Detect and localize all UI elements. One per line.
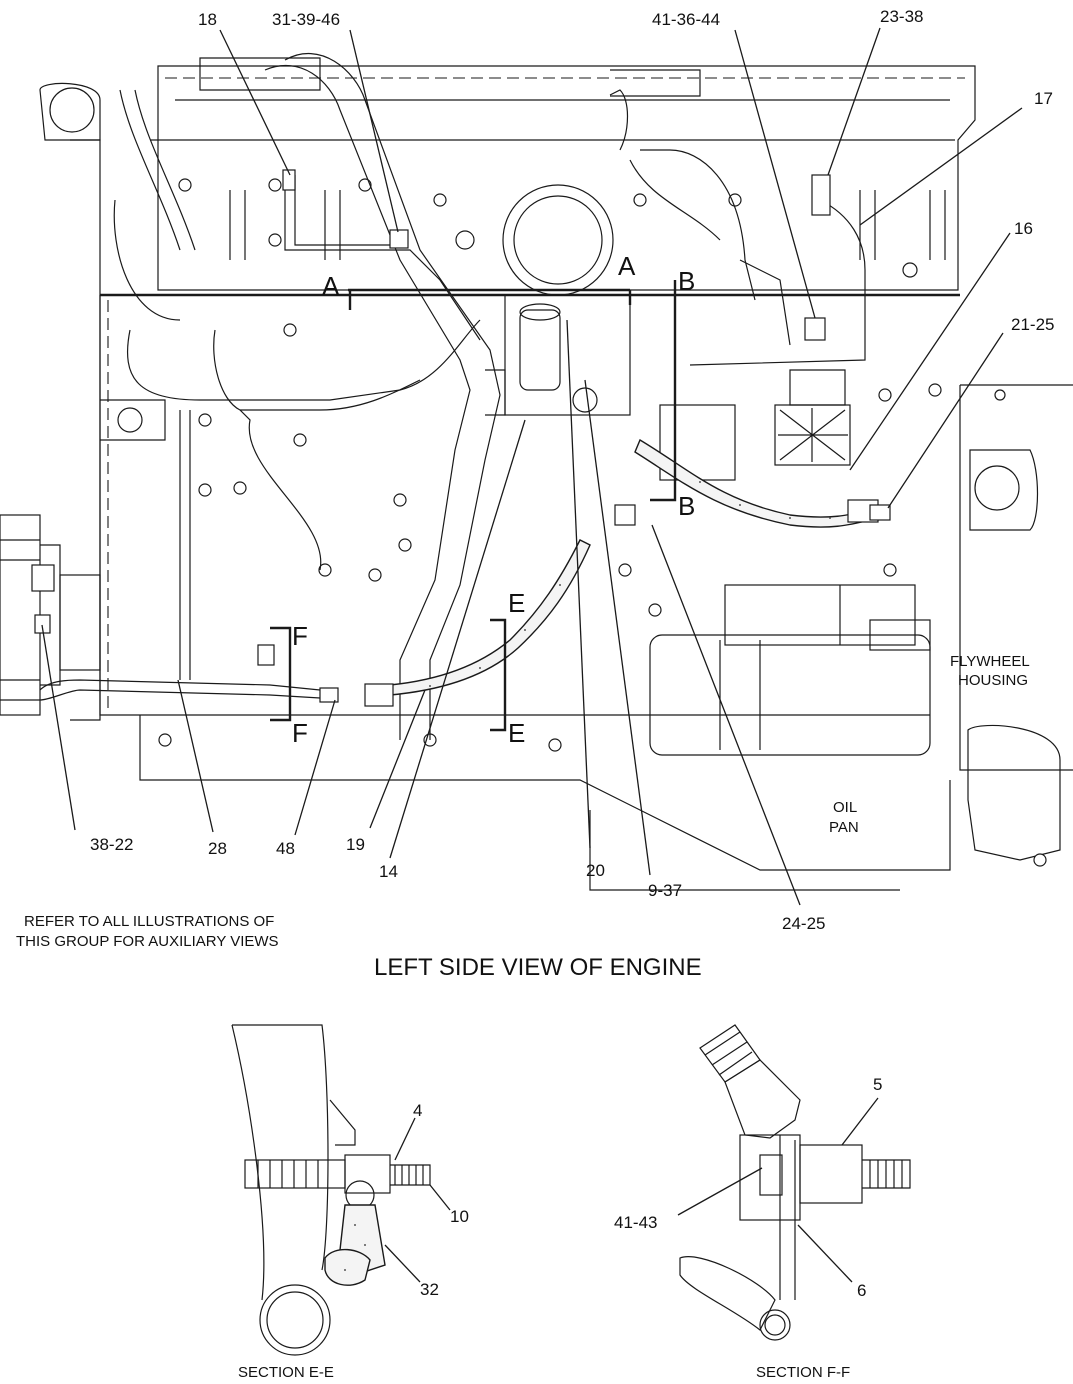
section-f-caption: SECTION F-F bbox=[756, 1364, 850, 1381]
section-marker-e-bottom: E bbox=[508, 718, 525, 748]
section-marker-b-top: B bbox=[678, 266, 695, 296]
auxiliary-views-note-2: THIS GROUP FOR AUXILIARY VIEWS bbox=[16, 933, 279, 950]
oil-pan-label-1: OIL bbox=[833, 799, 857, 816]
callout-19: 19 bbox=[346, 835, 365, 854]
callout-20: 20 bbox=[586, 861, 605, 880]
main-view-leaders bbox=[41, 27, 1023, 906]
callout-23-38: 23-38 bbox=[880, 7, 923, 26]
callout-21-25: 21-25 bbox=[1011, 315, 1054, 334]
callout-28: 28 bbox=[208, 839, 227, 858]
callout-41-36-44: 41-36-44 bbox=[652, 10, 720, 29]
auxiliary-views-note-1: REFER TO ALL ILLUSTRATIONS OF bbox=[24, 913, 274, 930]
section-marker-e-top: E bbox=[508, 588, 525, 618]
section-marker-b-bottom: B bbox=[678, 491, 695, 521]
main-view-callouts: 18 31-39-46 41-36-44 23-38 17 16 21-25 3… bbox=[16, 7, 1054, 981]
section-marker-a-right: A bbox=[618, 251, 636, 281]
head-bosses bbox=[178, 178, 946, 278]
flywheel-housing bbox=[959, 384, 1073, 867]
section-marker-f-top: F bbox=[292, 621, 308, 651]
starter-motor bbox=[649, 584, 931, 756]
connector-plate bbox=[774, 369, 851, 466]
section-marker-a-left: A bbox=[322, 271, 340, 301]
section-e-e: 4 10 32 SECTION E-E bbox=[231, 1024, 469, 1381]
section-cut-lines bbox=[270, 280, 677, 732]
callout-9-37: 9-37 bbox=[648, 881, 682, 900]
callout-48: 48 bbox=[276, 839, 295, 858]
flywheel-housing-label-1: FLYWHEEL bbox=[950, 653, 1030, 670]
oil-pan-label-2: PAN bbox=[829, 819, 859, 836]
callout-31-39-46: 31-39-46 bbox=[272, 10, 340, 29]
callout-14: 14 bbox=[379, 862, 398, 881]
engine-left-side-view bbox=[0, 53, 1073, 891]
callout-32: 32 bbox=[420, 1280, 439, 1299]
fuel-pump-assembly bbox=[485, 294, 631, 416]
flywheel-housing-label-2: HOUSING bbox=[958, 672, 1028, 689]
view-title: LEFT SIDE VIEW OF ENGINE bbox=[374, 954, 702, 981]
callout-16: 16 bbox=[1014, 219, 1033, 238]
callout-18: 18 bbox=[198, 10, 217, 29]
callout-10: 10 bbox=[450, 1207, 469, 1226]
callout-6: 6 bbox=[857, 1281, 866, 1300]
callout-24-25: 24-25 bbox=[782, 914, 825, 933]
section-f-f: 5 41-43 6 SECTION F-F bbox=[614, 1024, 911, 1381]
block-bolts bbox=[158, 323, 942, 752]
section-e-caption: SECTION E-E bbox=[238, 1364, 334, 1381]
callout-5: 5 bbox=[873, 1075, 882, 1094]
section-marker-f-bottom: F bbox=[292, 718, 308, 748]
callout-17: 17 bbox=[1034, 89, 1053, 108]
callout-4: 4 bbox=[413, 1101, 422, 1120]
callout-38-22: 38-22 bbox=[90, 835, 133, 854]
callout-41-43: 41-43 bbox=[614, 1213, 657, 1232]
